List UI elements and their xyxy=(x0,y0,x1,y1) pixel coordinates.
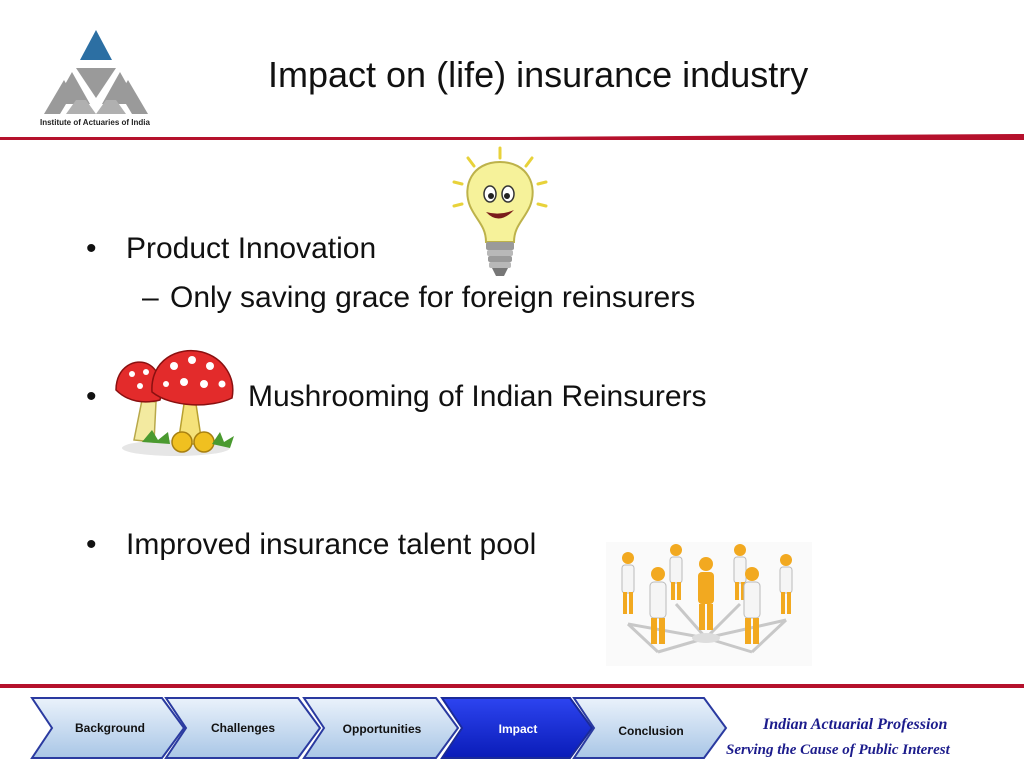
bullet-product-innovation: Product Innovation xyxy=(126,232,377,265)
footer-tagline: Serving the Cause of Public Interest xyxy=(726,742,950,758)
logo-caption: Institute of Actuaries of India xyxy=(40,118,150,127)
sub-bullet-saving-grace: Only saving grace for foreign reinsurers xyxy=(170,281,696,314)
footer-profession: Indian Actuarial Profession xyxy=(763,716,948,733)
nav-challenges-shape xyxy=(164,697,322,759)
dash-marker: – xyxy=(142,281,159,314)
nav-item-challenges[interactable]: Challenges xyxy=(210,721,276,735)
people-network-icon xyxy=(606,542,812,666)
bullet-mushrooming: Mushrooming of Indian Reinsurers xyxy=(248,380,707,413)
bullet-marker: • xyxy=(86,528,97,561)
nav-item-conclusion[interactable]: Conclusion xyxy=(618,724,684,738)
slide-title: Impact on (life) insurance industry xyxy=(268,54,809,95)
bullet-marker: • xyxy=(86,380,97,413)
nav-item-impact[interactable]: Impact xyxy=(498,722,538,736)
nav-conclusion-shape xyxy=(572,697,728,759)
mushroom-icon xyxy=(115,350,234,456)
nav-opportunities-shape xyxy=(302,697,460,759)
section-nav: Background Challenges Opportunities Impa… xyxy=(30,694,730,762)
lightbulb-icon xyxy=(452,146,548,276)
institute-logo xyxy=(44,30,148,114)
bullet-talent-pool: Improved insurance talent pool xyxy=(126,528,537,561)
nav-item-background[interactable]: Background xyxy=(74,721,145,735)
nav-item-opportunities[interactable]: Opportunities xyxy=(342,722,422,736)
bullet-marker: • xyxy=(86,232,97,265)
nav-background-shape xyxy=(30,697,186,759)
header-divider xyxy=(0,134,1024,140)
nav-impact-shape xyxy=(440,697,594,759)
footer-divider xyxy=(0,684,1024,688)
